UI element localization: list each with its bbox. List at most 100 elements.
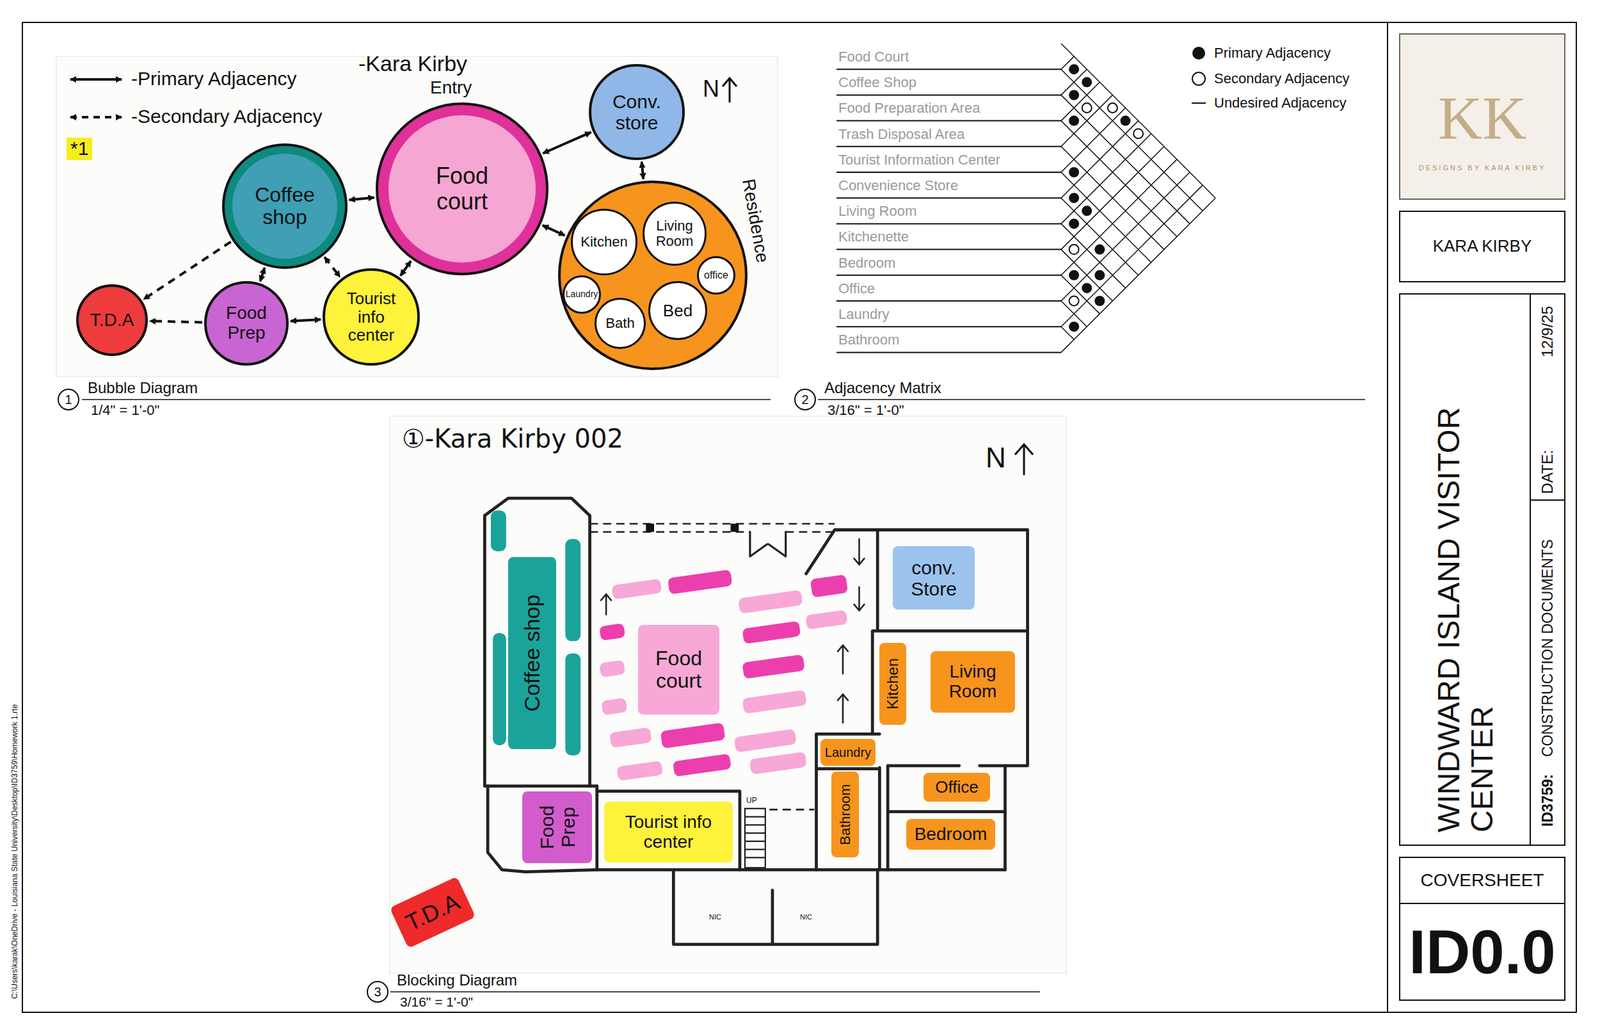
primary-dot	[1068, 321, 1080, 332]
marker-stroke	[611, 578, 662, 600]
marker-stroke	[599, 659, 626, 678]
bubble-circle: Laundry	[562, 275, 601, 314]
area-label: Bathroom	[837, 774, 853, 854]
legend-text: -Secondary Adjacency	[131, 105, 323, 128]
column-post	[730, 523, 740, 532]
wall	[597, 785, 740, 870]
project-box-divider	[1529, 293, 1531, 845]
matrix-secondary-dots	[1069, 103, 1144, 306]
flow-arrow	[854, 586, 865, 611]
label-text: KARA KIRBY	[1432, 236, 1533, 256]
circle-fill	[590, 65, 684, 159]
primary-dot	[1068, 218, 1080, 229]
label-text: Kitchenette	[838, 228, 909, 245]
label-text: ①-Kara Kirby 002	[401, 423, 624, 454]
secondary-dot	[1107, 103, 1118, 113]
legend-text: Primary Adjacency	[1214, 44, 1331, 61]
glass-front	[590, 523, 836, 809]
caption-line	[817, 398, 1366, 400]
label-text: Coffee Shop	[838, 74, 917, 91]
label-text: Adjacency Matrix	[824, 378, 942, 397]
label-text: Bedroom	[838, 254, 896, 271]
secondary-connector	[324, 257, 340, 278]
label-text: Bubble Diagram	[87, 378, 198, 397]
legend-secondary-dot	[1192, 72, 1206, 86]
wall	[484, 515, 597, 786]
bubble-circle: office	[696, 256, 736, 295]
circle-fill	[205, 282, 288, 365]
marker-stroke	[565, 538, 581, 641]
circle-fill	[595, 298, 646, 349]
block-area: Laundry	[820, 738, 876, 766]
wall	[887, 765, 1005, 870]
marker-stroke	[492, 632, 507, 745]
label-text: 12/9/25	[1538, 305, 1557, 358]
area-label: office	[698, 269, 735, 281]
primary-dot	[1068, 167, 1080, 178]
bubble-circle: Food Prep	[204, 280, 289, 366]
overhead-line	[769, 808, 815, 811]
circle-ring	[376, 103, 548, 274]
area-label: Food Prep	[211, 303, 282, 344]
label-text: Trash Disposal Area	[838, 126, 965, 143]
primary-connector	[542, 131, 591, 153]
primary-dot	[1094, 244, 1105, 255]
label-text: 3/16" = 1'-0"	[400, 993, 473, 1010]
area-label: Food Prep	[536, 794, 579, 860]
wall	[487, 785, 598, 872]
label-text: 1/4" = 1'-0"	[90, 401, 160, 418]
primary-dot	[1068, 64, 1080, 75]
area-label: Living Room	[648, 218, 701, 249]
primary-dot	[1094, 295, 1105, 306]
primary-dot	[1120, 115, 1131, 127]
flow-arrows	[600, 538, 864, 723]
secondary-dot	[1133, 128, 1144, 139]
legend-primary-sample	[70, 78, 122, 81]
primary-dot	[1068, 192, 1080, 203]
area-label: Tourist info center	[607, 812, 730, 852]
sheet-number-box	[1399, 903, 1565, 1000]
label-text: *1	[66, 137, 93, 160]
area-label: Kitchen	[884, 645, 902, 722]
sheet-name-box	[1399, 856, 1565, 904]
label-text: UP	[746, 796, 758, 806]
label-text: Living Room	[838, 202, 917, 219]
wall	[484, 497, 590, 786]
label-text: COVERSHEET	[1420, 869, 1545, 891]
bubble-circle: Kitchen	[570, 208, 638, 276]
sheet-border	[22, 22, 1577, 1012]
area-label: Food court	[641, 647, 717, 692]
wall	[816, 733, 880, 870]
north-arrow	[1015, 444, 1033, 475]
circle-fill	[388, 115, 536, 263]
bubble-circle: Coffee shop	[222, 143, 348, 269]
area-label: Coffee shop	[236, 183, 333, 229]
label-text: ID0.0	[1408, 916, 1556, 987]
label-text: 2	[801, 392, 809, 408]
marker-stroke	[667, 568, 733, 594]
area-label: Kitchen	[574, 234, 634, 250]
label-text: DESIGNS BY KARA KIRBY	[1418, 163, 1547, 173]
area-label: conv. Store	[896, 556, 972, 600]
block-area: Kitchen	[879, 642, 907, 725]
label-text: Office	[838, 280, 875, 297]
label-text: -Kara Kirby	[358, 51, 468, 77]
secondary-dot	[1082, 103, 1092, 113]
coffee-bars	[490, 510, 581, 756]
floor-plan	[484, 497, 1028, 944]
label-text: C:\Users\karak\OneDrive - Louisiana Stat…	[10, 704, 20, 999]
label-text: Blocking Diagram	[396, 970, 518, 989]
primary-dot	[1081, 205, 1092, 216]
matrix-row-lines	[836, 69, 1062, 352]
legend-text: Secondary Adjacency	[1214, 70, 1350, 87]
logo-box	[1399, 33, 1565, 200]
label-text: Food Preparation Area	[838, 99, 980, 116]
flow-arrow	[854, 538, 865, 565]
flow-arrow	[837, 645, 848, 674]
primary-dot	[1068, 115, 1080, 127]
matrix-primary-dots	[1068, 64, 1131, 332]
callout-circle	[367, 981, 388, 1002]
primary-dot	[1081, 76, 1092, 88]
bubble-circle: Food court	[375, 102, 549, 276]
